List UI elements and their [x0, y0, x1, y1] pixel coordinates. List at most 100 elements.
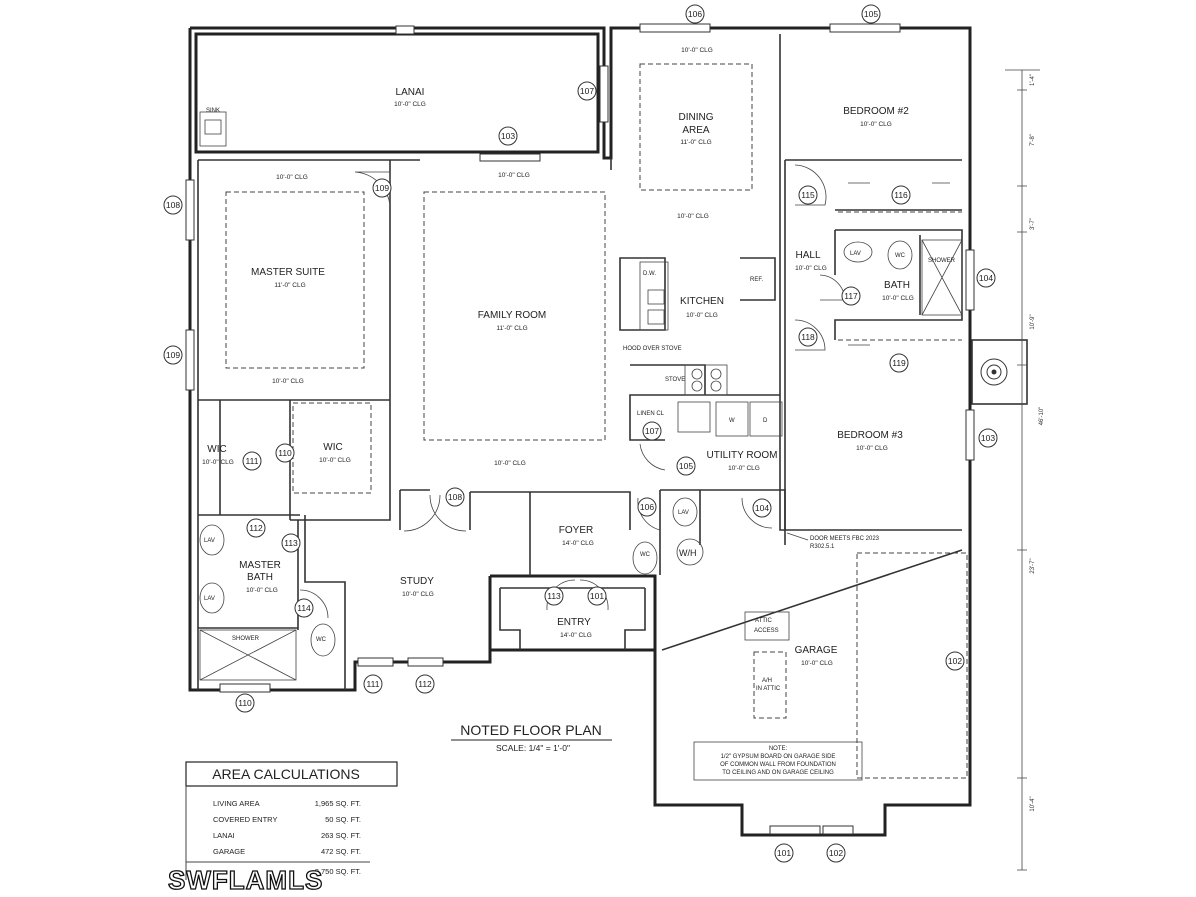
- fixture-labels: LAV WC SHOWER LAV LAV SHOWER WC WC LAV W…: [204, 251, 956, 692]
- svg-text:108: 108: [448, 492, 462, 502]
- dining-label-1: DINING: [679, 112, 714, 123]
- entry-ceiling: 14'-0" CLG: [560, 632, 592, 639]
- area-row-value-2: 50 SQ. FT.: [325, 815, 361, 824]
- svg-text:117: 117: [844, 291, 858, 301]
- washer-label: W: [729, 418, 735, 424]
- garage-note-line-3: TO CEILING AND ON GARAGE CEILING: [722, 770, 834, 776]
- svg-text:111: 111: [367, 679, 380, 689]
- tag-111-bottom: 111: [363, 674, 383, 694]
- family-room-label: FAMILY ROOM: [478, 310, 547, 321]
- tag-103-right: 103: [978, 428, 998, 448]
- master-bottom-ceiling: 10'-0" CLG: [272, 378, 304, 385]
- tag-102-bottom: 102: [826, 843, 846, 863]
- svg-text:109: 109: [375, 183, 389, 193]
- lav-label-master-1: LAV: [204, 538, 215, 544]
- shower-label-master: SHOWER: [232, 636, 260, 642]
- dining-ceiling: 11'-0" CLG: [680, 139, 711, 146]
- tag-105-top: 105: [861, 4, 881, 24]
- door-note-line-1: DOOR MEETS FBC 2023: [810, 536, 880, 542]
- area-row-value-4: 472 SQ. FT.: [321, 847, 361, 856]
- tag-106-top: 106: [685, 4, 705, 24]
- room-labels: LANAI 10'-0" CLG SINK 10'-0" CLG DINING …: [202, 47, 914, 667]
- master-bath-ceiling: 10'-0" CLG: [246, 587, 278, 594]
- hall-ceiling: 10'-0" CLG: [795, 265, 827, 272]
- svg-text:105: 105: [679, 461, 693, 471]
- dishwasher-label: D.W.: [643, 271, 656, 277]
- dimension-2: 7'-8": [1030, 134, 1036, 146]
- door-note-line-2: R302.5.1: [810, 544, 835, 550]
- wc-label-powder: WC: [640, 552, 651, 558]
- linen-closet-label: LINEN CL: [637, 411, 665, 417]
- area-row-label-4: GARAGE: [213, 847, 245, 856]
- ceiling-dashes: [225, 63, 968, 779]
- kitchen-label: KITCHEN: [680, 296, 724, 307]
- svg-text:115: 115: [801, 190, 815, 200]
- tag-109-top: 109: [372, 178, 392, 198]
- attic-label-1: ATTIC: [755, 618, 773, 624]
- tag-113-entry: 113: [544, 586, 564, 606]
- refrigerator-label: REF.: [750, 277, 763, 283]
- wic-left-ceiling: 10'-0" CLG: [202, 459, 234, 466]
- lanai-label: LANAI: [396, 87, 425, 98]
- tag-103-lanai: 103: [498, 126, 518, 146]
- area-calculations: AREA CALCULATIONS LIVING AREA 1,965 SQ. …: [185, 761, 398, 880]
- svg-text:114: 114: [297, 603, 311, 613]
- svg-text:107: 107: [645, 426, 659, 436]
- dimension-line: 1'-4" 7'-8" 3'-7" 10'-9" 46'-10" 23'-7" …: [1005, 69, 1045, 871]
- area-row-label-2: COVERED ENTRY: [213, 815, 277, 824]
- svg-text:108: 108: [166, 200, 180, 210]
- tag-112-bottom: 112: [415, 674, 435, 694]
- family-room-ceiling: 11'-0" CLG: [496, 325, 527, 332]
- svg-text:112: 112: [249, 523, 263, 533]
- dining-label-2: AREA: [682, 125, 710, 136]
- area-calculations-title: AREA CALCULATIONS: [212, 766, 360, 782]
- svg-text:103: 103: [981, 433, 995, 443]
- area-row-label-1: LIVING AREA: [213, 799, 260, 808]
- master-suite-label: MASTER SUITE: [251, 267, 325, 278]
- tag-117: 117: [841, 286, 861, 306]
- bedroom2-label: BEDROOM #2: [843, 106, 909, 117]
- dimension-4: 10'-9": [1030, 314, 1036, 329]
- lav-label-bath: LAV: [850, 251, 861, 257]
- master-top-ceiling: 10'-0" CLG: [276, 174, 308, 181]
- dimension-7: 10'-4": [1030, 796, 1036, 811]
- door-swings: [299, 164, 950, 619]
- tag-114: 114: [294, 598, 314, 618]
- fixtures: [199, 111, 963, 781]
- tag-107-linen: 107: [642, 421, 662, 441]
- kitchen-top-ceiling: 10'-0" CLG: [677, 213, 709, 220]
- tag-101-entry: 101: [587, 586, 607, 606]
- bath-label: BATH: [884, 280, 910, 291]
- lav-label-powder: LAV: [678, 510, 689, 516]
- tag-113-bath: 113: [281, 533, 301, 553]
- tag-104-right: 104: [976, 268, 996, 288]
- watermark: SWFLAMLS: [168, 865, 323, 895]
- entry-label: ENTRY: [557, 617, 591, 628]
- svg-text:106: 106: [688, 9, 702, 19]
- dimension-1: 1'-4": [1030, 74, 1036, 86]
- tag-108-study: 108: [445, 487, 465, 507]
- svg-text:101: 101: [590, 591, 604, 601]
- garage-label: GARAGE: [795, 645, 838, 656]
- master-suite-ceiling: 11'-0" CLG: [274, 282, 305, 289]
- dimension-5: 46'-10": [1039, 407, 1045, 426]
- dimension-3: 3'-7": [1030, 218, 1036, 230]
- hall-label: HALL: [795, 250, 820, 261]
- svg-text:110: 110: [278, 448, 292, 458]
- kitchen-ceiling: 10'-0" CLG: [686, 312, 718, 319]
- ah-label-2: IN ATTIC: [756, 686, 781, 692]
- dimension-6: 23'-7": [1030, 558, 1036, 573]
- svg-text:105: 105: [864, 9, 878, 19]
- foyer-label: FOYER: [559, 525, 593, 536]
- area-row-label-3: LANAI: [213, 831, 235, 840]
- family-top-ceiling: 10'-0" CLG: [498, 172, 530, 179]
- interior-walls: [197, 34, 963, 690]
- dining-top-ceiling: 10'-0" CLG: [681, 47, 713, 54]
- garage-note-line-2: OF COMMON WALL FROM FOUNDATION: [720, 762, 836, 768]
- svg-text:110: 110: [238, 698, 252, 708]
- ah-label-1: A/H: [762, 678, 772, 684]
- lanai-ceiling: 10'-0" CLG: [394, 101, 426, 108]
- family-bottom-ceiling: 10'-0" CLG: [494, 460, 526, 467]
- tag-105-utility: 105: [676, 456, 696, 476]
